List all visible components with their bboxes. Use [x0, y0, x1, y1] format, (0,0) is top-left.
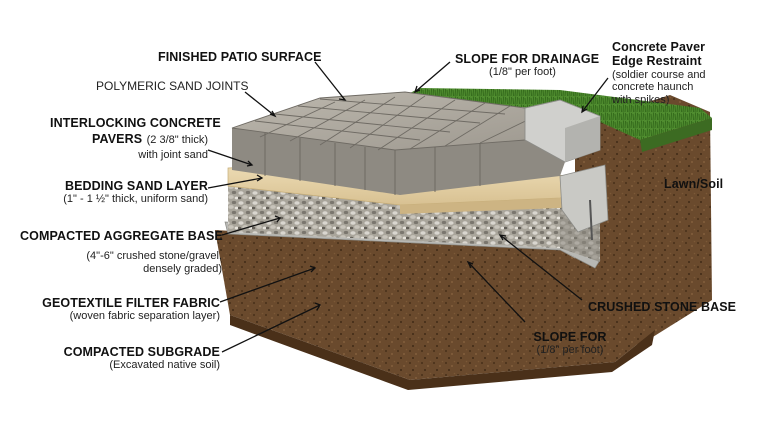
- polymeric-sand-label: POLYMERIC SAND JOINTS: [96, 79, 249, 93]
- grass-turf: [400, 88, 712, 140]
- edge-restraint-sub-1: (soldier course and: [612, 68, 706, 81]
- lawn-soil-label: Lawn/Soil: [664, 177, 724, 191]
- slope-top-title: SLOPE FOR DRAINAGE: [455, 52, 600, 66]
- pavers-title-2: PAVERS: [92, 132, 143, 147]
- slope-bottom-title: SLOPE FOR: [533, 330, 607, 344]
- subgrade-soil: [215, 230, 655, 380]
- subgrade-label: COMPACTED SUBGRADE (Excavated native soi…: [30, 345, 220, 372]
- slope-top-sub: (1/8" per foot): [489, 66, 556, 79]
- aggregate-base-sub-1: (4"-6" crushed stone/gravel,: [86, 250, 222, 262]
- concrete-haunch: [559, 164, 609, 233]
- bedding-sand-title: BEDDING SAND LAYER: [64, 179, 208, 193]
- geotextile-sub: (woven fabric separation layer): [69, 310, 220, 323]
- pavers-title: INTERLOCKING CONCRETE: [50, 116, 221, 130]
- edge-restraint-sub-3: with spikes): [612, 94, 670, 107]
- aggregate-base-title: COMPACTED AGGREGATE BASE: [20, 229, 223, 243]
- paver-layer-front: [232, 128, 565, 195]
- pavers-thickness: (2 3/8" thick): [146, 134, 208, 147]
- bedding-sand-sub: (1" - 1 ½" thick, uniform sand): [63, 193, 208, 206]
- finished-surface-label: FINISHED PATIO SURFACE: [158, 50, 322, 64]
- edge-restraint-label: Concrete Paver Edge Restraint (soldier c…: [612, 40, 706, 107]
- aggregate-base-sub-2: densely graded): [143, 262, 222, 275]
- slope-top-label: SLOPE FOR DRAINAGE (1/8" per foot): [455, 52, 600, 79]
- geotextile-label: GEOTEXTILE FILTER FABRIC (woven fabric s…: [30, 296, 220, 323]
- aggregate-base-sub: (4"-6" crushed stone/gravel, densely gra…: [40, 250, 222, 275]
- subgrade-sub: (Excavated native soil): [109, 359, 220, 372]
- bedding-sand-label: BEDDING SAND LAYER (1" - 1 ½" thick, uni…: [20, 179, 208, 206]
- edge-restraint-title-2: Edge Restraint: [612, 54, 702, 69]
- crushed-stone-label: CRUSHED STONE BASE: [588, 300, 737, 314]
- slope-bottom-sub: (1/8" per foot): [536, 344, 604, 357]
- paver-joints: [254, 95, 541, 151]
- slope-bottom-label: SLOPE FOR (1/8" per foot): [520, 330, 620, 357]
- subgrade-title: COMPACTED SUBGRADE: [63, 345, 220, 359]
- geotextile-title: GEOTEXTILE FILTER FABRIC: [42, 296, 220, 310]
- edge-restraint-title-1: Concrete Paver: [612, 40, 706, 54]
- edge-restraint-sub-2: concrete haunch: [612, 81, 694, 94]
- leader-lines: [207, 61, 609, 353]
- pavers-sub: with joint sand: [138, 148, 208, 161]
- edge-spike: [589, 199, 593, 241]
- pavers-label: INTERLOCKING CONCRETE PAVERS (2 3/8" thi…: [50, 116, 221, 161]
